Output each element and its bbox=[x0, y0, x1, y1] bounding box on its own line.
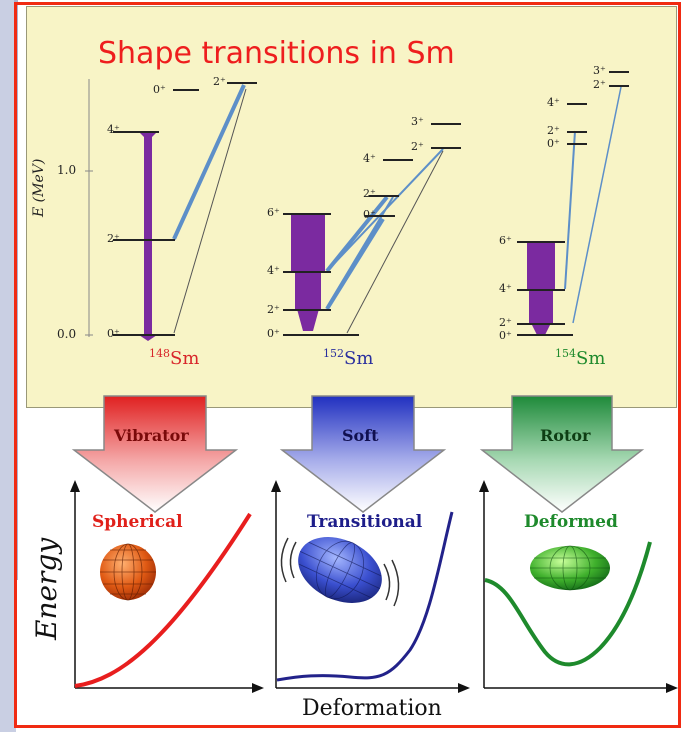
sm152-spin-2: 2⁺ bbox=[267, 303, 280, 316]
sm152-spin-2-gamma: 2⁺ bbox=[411, 140, 424, 153]
sm152-spin-3-gamma: 3⁺ bbox=[411, 115, 424, 128]
sm152-spin-4-excited: 4⁺ bbox=[363, 152, 376, 165]
sm152-spin-4: 4⁺ bbox=[267, 264, 280, 277]
sm154-spin-2: 2⁺ bbox=[499, 316, 512, 329]
sm154-level-2-excited bbox=[567, 131, 587, 133]
sm152-spin-0: 0⁺ bbox=[267, 327, 280, 340]
deformed-label: Deformed bbox=[524, 512, 618, 532]
sm154-purple-4-2 bbox=[529, 289, 553, 323]
sm148-level-2 bbox=[113, 239, 175, 241]
sm148-spin-2: 2⁺ bbox=[107, 232, 120, 245]
sm148-blue-transition bbox=[172, 84, 246, 240]
nucleus-mass-154: 154 bbox=[555, 347, 576, 360]
sm148-spin-2-excited: 2⁺ bbox=[213, 75, 226, 88]
nucleus-label-154sm: 154Sm bbox=[555, 347, 605, 369]
slide-left-bar bbox=[0, 0, 16, 732]
sm154-level-0-excited bbox=[567, 143, 587, 145]
nucleus-label-148sm: 148Sm bbox=[149, 347, 199, 369]
sm148-level-4 bbox=[113, 131, 159, 133]
nucleus-mass-152: 152 bbox=[323, 347, 344, 360]
sm154-blue-transition-2 bbox=[572, 86, 622, 324]
nucleus-mass-148: 148 bbox=[149, 347, 170, 360]
nucleus-symbol-148: Sm bbox=[170, 348, 200, 369]
sm152-level-4-excited bbox=[383, 159, 413, 161]
sm152-level-0-excited bbox=[365, 215, 395, 217]
transitional-label: Transitional bbox=[307, 512, 423, 532]
spherical-label: Spherical bbox=[92, 512, 183, 532]
deformation-label: Deformation bbox=[302, 696, 442, 721]
sm154-spin-2-gamma: 2⁺ bbox=[593, 78, 606, 91]
nucleus-symbol-154: Sm bbox=[576, 348, 606, 369]
sm148-spin-4: 4⁺ bbox=[107, 123, 120, 136]
axis-tick-label-1: 1.0 bbox=[57, 163, 77, 177]
sm152-purple-4-2 bbox=[295, 271, 321, 309]
sm154-level-6 bbox=[517, 241, 565, 243]
nucleus-symbol-152: Sm bbox=[344, 348, 374, 369]
sm148-level-0-excited bbox=[173, 89, 199, 91]
sm152-purple-6-4 bbox=[291, 213, 325, 271]
soft-label: Soft bbox=[342, 426, 379, 445]
sm154-spin-0: 0⁺ bbox=[499, 329, 512, 342]
rotor-label: Rotor bbox=[540, 426, 591, 445]
slide-title: Shape transitions in Sm bbox=[98, 36, 455, 71]
sm152-blue-transition-4 bbox=[326, 148, 444, 272]
sm152-blue-transition-1 bbox=[325, 195, 389, 273]
sm152-level-3-gamma bbox=[431, 123, 461, 125]
sm154-spin-4-excited: 4⁺ bbox=[547, 96, 560, 109]
sm154-spin-0-excited: 0⁺ bbox=[547, 137, 560, 150]
red-highlight-frame bbox=[14, 2, 681, 728]
sm154-blue-transition bbox=[564, 130, 576, 290]
sm152-blue-transition-2 bbox=[325, 217, 385, 311]
sm154-purple-2-0 bbox=[531, 323, 551, 335]
sm152-level-2-gamma bbox=[431, 147, 461, 149]
sm148-level-2-excited bbox=[227, 82, 257, 84]
sm154-level-2-gamma bbox=[609, 85, 629, 87]
sm152-level-6 bbox=[283, 213, 331, 215]
sm148-purple-transition bbox=[144, 131, 152, 335]
sm152-spin-6: 6⁺ bbox=[267, 206, 280, 219]
sm154-level-3-gamma bbox=[609, 71, 629, 73]
sm152-spin-2-excited: 2⁺ bbox=[363, 187, 376, 200]
sm154-spin-2-excited: 2⁺ bbox=[547, 124, 560, 137]
sm152-level-0 bbox=[283, 334, 359, 336]
vibrator-label: Vibrator bbox=[114, 426, 189, 445]
sm152-level-4 bbox=[283, 271, 331, 273]
axis-tick-label-0: 0.0 bbox=[57, 327, 77, 341]
level-scheme-panel: E (MeV) 1.0 0.0 0⁺ 2⁺ 4⁺ 0⁺ 2⁺ 0⁺ 2⁺ 4⁺ … bbox=[26, 6, 677, 408]
sm154-purple-6-4 bbox=[527, 241, 555, 289]
sm154-spin-6: 6⁺ bbox=[499, 234, 512, 247]
sm148-arrowhead-top bbox=[138, 131, 158, 141]
level-scheme-drawing bbox=[85, 79, 622, 341]
sm154-spin-4: 4⁺ bbox=[499, 282, 512, 295]
sm152-level-2-excited bbox=[369, 195, 399, 197]
sm148-thin-transition bbox=[173, 88, 247, 334]
sm148-spin-0: 0⁺ bbox=[107, 327, 120, 340]
sm154-level-4 bbox=[517, 289, 565, 291]
sm154-level-4-excited bbox=[567, 103, 587, 105]
sm152-spin-0-excited: 0⁺ bbox=[363, 208, 376, 221]
sm154-level-2 bbox=[517, 323, 565, 325]
sm152-level-2 bbox=[283, 309, 331, 311]
sm154-spin-3-gamma: 3⁺ bbox=[593, 64, 606, 77]
sm154-level-0 bbox=[517, 334, 573, 336]
sm148-arrowhead-bottom bbox=[139, 335, 157, 341]
nucleus-label-152sm: 152Sm bbox=[323, 347, 373, 369]
sm152-thin-transition bbox=[346, 150, 444, 334]
sm148-spin-0-excited: 0⁺ bbox=[153, 83, 166, 96]
sm152-purple-2-0 bbox=[297, 309, 319, 331]
sm148-level-0 bbox=[113, 334, 175, 336]
